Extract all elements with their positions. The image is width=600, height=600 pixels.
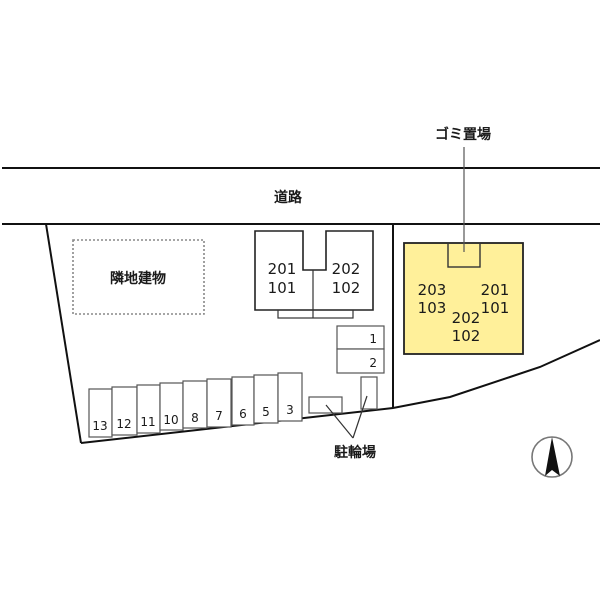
road: 道路 <box>2 167 600 225</box>
lot-boundary-west <box>45 223 82 444</box>
parking-slot-7[interactable] <box>206 378 232 428</box>
parking-slot-label: 7 <box>215 409 223 423</box>
building-b[interactable]: 203 103 202 102 201 101 <box>403 242 524 355</box>
parking-slot-label: 6 <box>239 407 247 421</box>
parking-slot-label: 12 <box>116 417 131 431</box>
parking-front: 1 2 <box>336 325 385 374</box>
unit-label: 202 <box>332 260 361 278</box>
parking-slot-label: 13 <box>92 419 107 433</box>
lot-boundary <box>45 223 600 444</box>
unit-label: 201 <box>481 281 510 299</box>
unit-label: 101 <box>481 299 510 317</box>
bicycle-rack-2[interactable] <box>360 376 378 410</box>
parking-slot-label: 11 <box>140 415 155 429</box>
north-arrow-glyph <box>545 437 560 476</box>
bicycle-parking-label: 駐輪場 <box>334 444 376 461</box>
unit-label: 102 <box>332 279 361 297</box>
unit-label: 103 <box>418 299 447 317</box>
building-a[interactable]: 201 101 202 102 <box>254 230 374 319</box>
unit-label: 201 <box>268 260 297 278</box>
neighbor-building-label: 隣地建物 <box>110 270 166 287</box>
bicycle-parking: 駐輪場 <box>308 376 378 461</box>
parking-slot-label: 2 <box>369 356 377 370</box>
garbage-area-callout: ゴミ置場 <box>435 126 491 252</box>
parking-slot-3[interactable] <box>277 372 303 422</box>
road-label: 道路 <box>274 189 303 206</box>
parking-slot-label: 10 <box>163 413 178 427</box>
building-a-balcony <box>277 309 354 319</box>
parking-slot-12[interactable] <box>111 386 138 436</box>
neighbor-building: 隣地建物 <box>72 239 205 315</box>
unit-label: 203 <box>418 281 447 299</box>
parking-rear: 13 12 11 10 8 7 6 5 3 <box>88 372 303 438</box>
bicycle-leader-line <box>352 395 368 439</box>
parking-slot-label: 8 <box>191 411 199 425</box>
parking-slot-label: 3 <box>286 403 294 417</box>
neighbor-building-outline <box>72 239 205 315</box>
unit-label: 101 <box>268 279 297 297</box>
lot-boundary-south <box>80 339 600 444</box>
parking-slot-label: 5 <box>262 405 270 419</box>
parking-slot-2[interactable] <box>336 348 385 374</box>
unit-label: 102 <box>452 327 481 345</box>
garbage-area-label: ゴミ置場 <box>435 126 491 143</box>
parking-slot-8[interactable] <box>182 380 208 429</box>
parking-slot-label: 1 <box>369 332 377 346</box>
bicycle-leader-line <box>325 404 354 439</box>
bicycle-rack-1[interactable] <box>308 396 343 414</box>
parking-slot-5[interactable] <box>253 374 279 424</box>
building-b-outline <box>403 242 524 355</box>
north-arrow-icon <box>531 436 573 478</box>
unit-label: 202 <box>452 309 481 327</box>
